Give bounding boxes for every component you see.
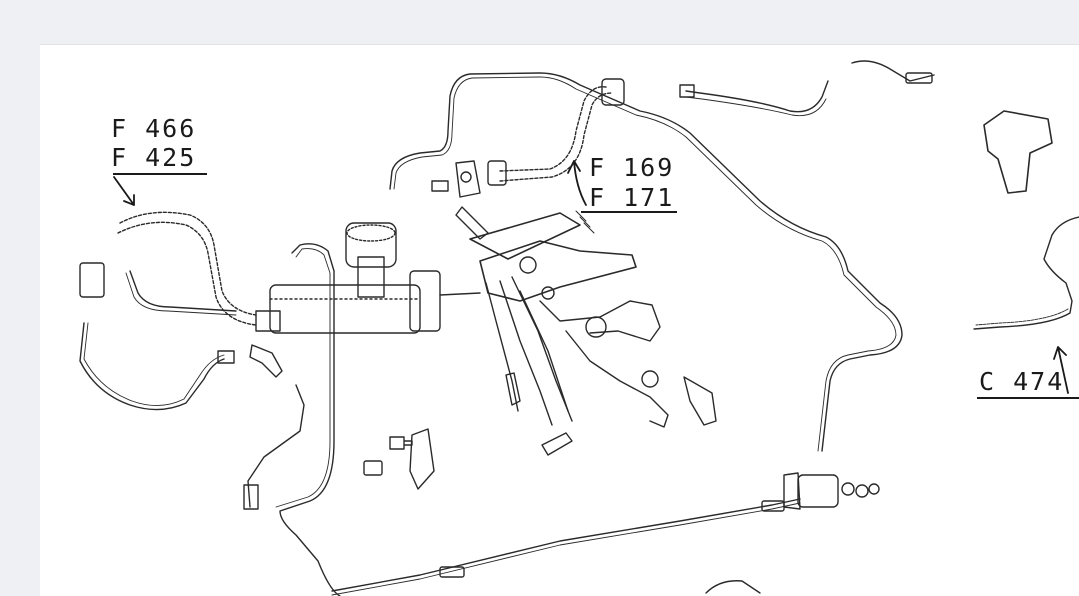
short-pipe-left-b	[125, 272, 237, 316]
line-union-1	[439, 566, 465, 578]
hose-fitting-bottom	[487, 160, 507, 186]
master-cylinder-body	[269, 284, 421, 334]
top-right-line	[851, 60, 935, 82]
lower-clutch-line-b	[331, 502, 801, 596]
flex-hose-f169-b	[499, 92, 613, 182]
small-line-fitting	[679, 84, 695, 98]
nut-fitting	[217, 350, 235, 364]
arrow-c474	[1053, 346, 1069, 394]
hose-fitting-top	[601, 78, 625, 106]
label-f466: F 466	[111, 114, 197, 143]
label-f171-underline	[581, 211, 677, 213]
left-lower-pipe	[79, 322, 225, 411]
arrow-f466	[113, 176, 135, 206]
pushrod	[439, 292, 481, 296]
clip-lower	[409, 428, 435, 490]
upper-brake-line	[389, 72, 903, 452]
reservoir-neck	[357, 256, 385, 298]
pipe-down-left	[279, 243, 341, 596]
label-c474: C 474	[979, 367, 1065, 396]
flex-hose-f169	[499, 86, 607, 172]
slave-nut-1	[841, 482, 855, 496]
short-pipe-left	[129, 270, 237, 312]
drop-fitting	[243, 484, 259, 510]
nut-lower	[363, 460, 383, 476]
slave-nut-2	[855, 484, 869, 498]
pipe-down-left-b	[275, 248, 331, 508]
left-lower-pipe-b	[83, 322, 225, 406]
diagram-sheet: F 466 F 425 F 169 F 171 C 474	[40, 44, 1079, 596]
pedal-switch-bracket	[983, 110, 1053, 194]
small-line-top	[685, 80, 829, 113]
tee-fitting	[249, 344, 283, 378]
reservoir-cap	[346, 224, 396, 242]
reservoir	[345, 222, 397, 268]
left-bracket	[79, 262, 105, 298]
master-cylinder-flange	[409, 270, 441, 332]
top-right-fitting	[905, 72, 933, 84]
label-f171: F 171	[589, 183, 675, 212]
leader-arrows	[113, 160, 1069, 394]
hose-f466	[119, 211, 257, 316]
slave-bracket	[783, 472, 801, 510]
lower-arc	[705, 580, 761, 594]
brake-clutch-pedal-diagram	[79, 60, 1079, 596]
clevis-bracket	[455, 160, 481, 198]
slave-cylinder	[797, 474, 839, 508]
label-f425: F 425	[111, 143, 197, 172]
small-line-top-b	[685, 96, 827, 117]
slave-nut-3	[868, 483, 880, 495]
right-hose	[973, 216, 1079, 330]
label-f169: F 169	[589, 153, 675, 182]
label-c474-underline	[977, 397, 1079, 399]
fitting-top-left	[431, 180, 449, 192]
upper-brake-line-parallel	[393, 76, 897, 452]
pedal-assembly	[455, 206, 717, 428]
bracket-bolt	[460, 171, 472, 183]
right-hose-b	[975, 308, 1069, 326]
label-f425-underline	[113, 173, 207, 175]
bolt-pedal	[541, 432, 573, 456]
lower-clutch-line	[331, 498, 801, 592]
arrow-f169	[567, 160, 587, 206]
